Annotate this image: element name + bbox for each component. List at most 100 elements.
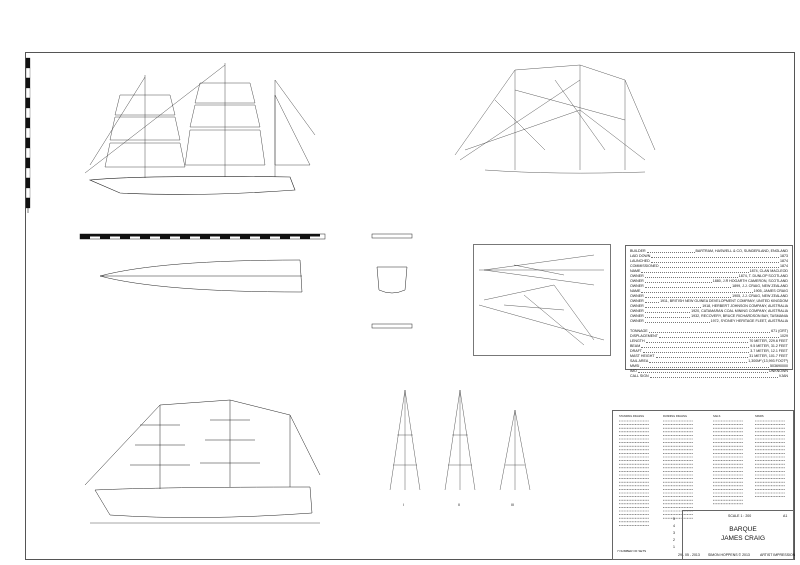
legend-header: SPARS [755,415,764,418]
scale-segment [25,57,31,69]
info-key: OWNER [630,284,644,288]
legend-header: STANDING RIGGING [619,415,645,418]
info-value: 1932, RECOVERY, BRUCE RICHARDSON BAY, TA… [691,314,788,318]
leader-dots [637,369,769,373]
info-key: TONNAGE [630,329,648,333]
scale-segment [260,234,270,239]
info-key: MMSI [630,364,640,368]
info-row: OWNER 1972, SYDNEY HERITAGE FLEET, AUSTRA… [630,319,788,324]
info-row: NAME 1874, CLAN MACLEOD [630,269,788,274]
scale-segment [25,87,31,99]
info-value: 1905, JAMES CRAIG [753,289,788,293]
info-value: 1874, CLAN MACLEOD [749,269,788,273]
info-row: TONNAGE 671 (GRT) [630,329,788,334]
leader-dots [644,314,691,318]
info-value: UNKNOWN [769,369,788,373]
scale-segment [150,234,160,237]
info-key: LAID DOWN [630,254,651,258]
leader-dots [650,259,779,263]
bow-detail-inset [473,244,611,356]
revision: 4 [673,524,675,528]
info-value: 1911, BRITISH NEW GUINEA DEVELOPMENT COM… [660,299,788,303]
legend-header: SAILS [713,415,721,418]
info-value: 1972, SYDNEY HERITAGE FLEET, AUSTRALIA [710,319,788,323]
scale-segment [210,234,220,237]
scale-segment [140,234,150,239]
scale-segment [200,234,210,239]
vertical-scale [25,57,31,213]
scale-segment [25,157,31,169]
info-value: 1880, J.R HOGARTH CAMERON, SCOTLAND [712,279,788,283]
scale-segment [110,234,120,237]
revision: 2 [673,538,675,542]
mast-front-views [389,389,531,491]
info-key: BEAM [630,344,641,348]
info-value: 1874 [780,264,788,268]
leader-dots [658,334,779,338]
scale-segment [300,234,310,239]
scale-segment [25,117,31,129]
leader-dots [644,294,732,298]
info-key: OWNER [630,309,644,313]
scale-segment [240,234,250,239]
scale-segment [25,187,31,199]
revision: 5 [673,517,675,521]
scale-segment [25,177,31,189]
leader-dots [659,264,779,268]
info-value: 31 METER, 101.7 FEET [749,354,788,358]
rigging-profile-drawing [454,64,656,174]
info-key: NAME [630,269,641,273]
scale-segment [130,234,140,237]
scale-segment [230,234,240,237]
scale-segment [25,107,31,119]
scale-segment [100,234,110,239]
scale-segment [25,127,31,139]
leader-dots [640,364,769,368]
scale-segment [25,67,31,79]
leader-dots [644,309,691,313]
leader-dots [651,254,779,258]
mast-label-1: I [403,503,404,507]
leader-dots [644,319,710,323]
scale-label: SCALE 1 : 200 [728,514,752,518]
rigging-legend: STANDING RIGGING RUNNING RIGGING SAILS S… [612,410,794,560]
info-value: 503690000 [770,364,788,368]
sheet-size: A1 [783,514,788,518]
scale-segment [90,234,100,237]
scale-segment [170,234,180,237]
info-key: NAME [630,289,641,293]
profile-drawing [84,399,321,524]
info-value: 1920, CATAMARAN COAL MINING COMPANY, AUS… [691,309,788,313]
info-key: OWNER [630,274,644,278]
scale-segment [25,147,31,159]
scale-segment [310,234,320,237]
info-row: NAME 1905, JAMES CRAIG [630,289,788,294]
info-key: BUILDER [630,249,646,253]
info-value: 671 (GRT) [771,329,788,333]
scale-segment [80,234,90,239]
legend-header: RUNNING RIGGING [663,415,688,418]
info-value: 70 METER, 229.6 FEET [749,339,788,343]
info-row: BUILDER BARTRAM, HASWELL & CO, SUNDERLAND… [630,249,788,254]
scale-segment [280,234,290,239]
ship-type: BARQUE [729,526,757,533]
scale-segment [290,234,300,237]
scale-segment [25,167,31,179]
scale-segment [25,97,31,109]
info-key: OWNER [630,319,644,323]
info-value: BARTRAM, HASWELL & CO, SUNDERLAND, ENGLA… [695,249,788,253]
scale-segment [25,77,31,89]
author: SIMON HOPPENS © 2013 [708,553,750,557]
info-row: OWNER 1920, CATAMARAN COAL MINING COMPANY… [630,309,788,314]
info-key: OWNER [630,304,644,308]
leader-dots [649,359,748,363]
